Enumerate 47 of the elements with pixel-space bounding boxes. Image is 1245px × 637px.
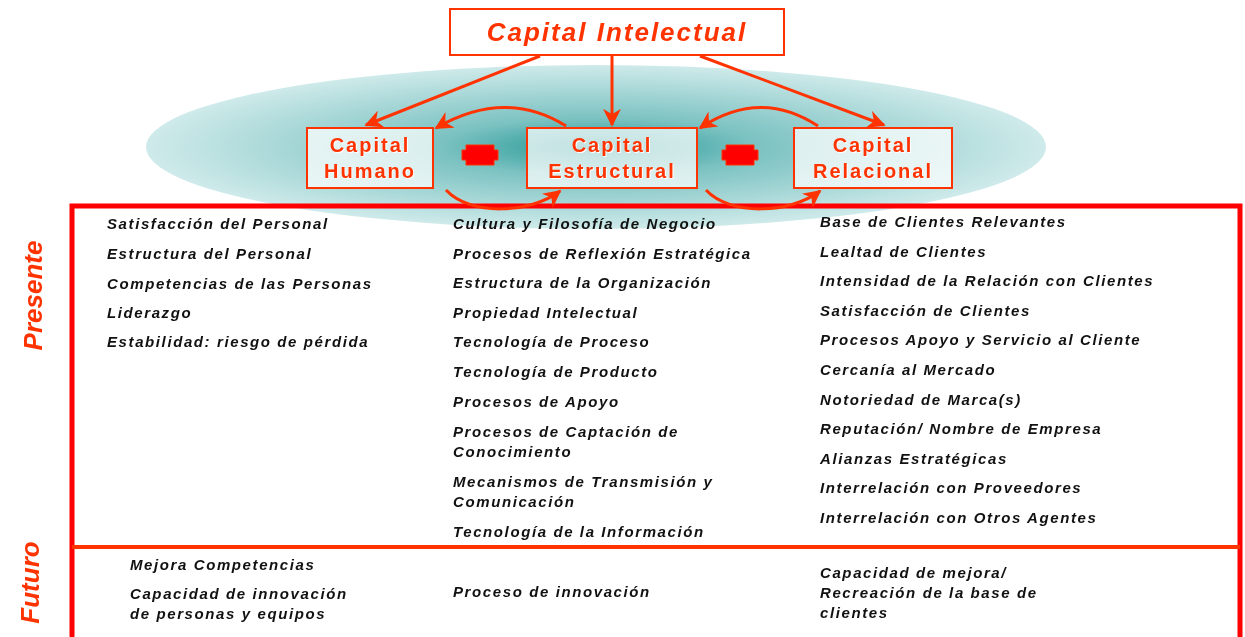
row-heading: Presente (18, 240, 50, 350)
list-item: Cultura y Filosofía de Negocio (453, 214, 717, 234)
list-item: Interrelación con Proveedores (820, 478, 1083, 499)
list-item: Liderazgo (107, 303, 193, 323)
list-item: Intensidad de la Relación con Clientes (820, 271, 1155, 292)
list-item: Competencias de las Personas (107, 274, 373, 294)
concept-box (449, 8, 785, 56)
list-item: Tecnología de Producto (453, 362, 659, 382)
concept-label: Capital Estructural (547, 133, 677, 184)
concept-label: Capital Intelectual (486, 19, 748, 45)
list-item: Proceso de innovación (453, 582, 651, 602)
row-heading: Futuro (14, 540, 46, 624)
list-item: Interrelación con Otros Agentes (820, 508, 1098, 528)
list-item: Reputación/ Nombre de Empresa (820, 419, 1103, 440)
arrow (705, 188, 822, 211)
list-item: Satisfacción de Clientes (820, 300, 1031, 321)
list-item: Mejora Competencias (130, 555, 316, 575)
list-item: Base de Clientes Relevantes (820, 212, 1067, 232)
concept-box (306, 127, 434, 189)
list-item: Capacidad de innovación de personas y equipos (130, 584, 349, 624)
list-item: Alianzas Estratégicas (820, 448, 1008, 469)
arrow (445, 188, 562, 211)
list-item: Cercanía al Mercado (820, 360, 997, 380)
arrow (603, 56, 621, 127)
list-item: Notoriedad de Marca(s) (820, 389, 1022, 410)
concept-label: Capital Relacional (811, 133, 934, 184)
arrow (364, 54, 541, 128)
arrow (434, 106, 567, 130)
arrow (698, 106, 819, 130)
list-item: Estabilidad: riesgo de pérdida (107, 332, 370, 352)
list-item: Mecanismos de Transmisión y Comunicación (453, 472, 715, 512)
list-item: Capacidad de mejora/ Recreación de la base de clientes (820, 563, 1039, 623)
arrow (699, 54, 886, 128)
list-item: Tecnología de Proceso (453, 332, 651, 352)
list-item: Tecnología de la Información (453, 522, 705, 542)
list-item: Procesos de Reflexión Estratégica (453, 244, 752, 264)
list-item: Procesos de Captación de Conocimiento (453, 422, 680, 462)
list-item: Lealtad de Clientes (820, 241, 988, 262)
concept-box (526, 127, 698, 189)
list-item: Estructura del Personal (107, 244, 313, 264)
list-item: Estructura de la Organización (453, 273, 712, 293)
list-item: Procesos Apoyo y Servicio al Cliente (820, 330, 1142, 351)
list-item: Satisfacción del Personal (107, 214, 329, 234)
concept-box (793, 127, 953, 189)
list-item: Procesos de Apoyo (453, 392, 620, 412)
concept-label: Capital Humano (323, 133, 417, 184)
list-item: Propiedad Intelectual (453, 303, 639, 323)
